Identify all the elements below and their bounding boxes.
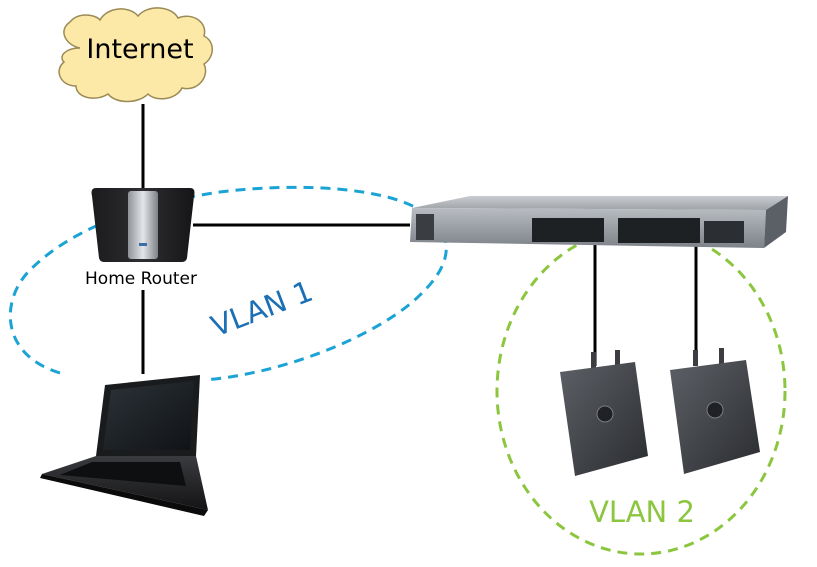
router-label: Home Router bbox=[85, 269, 197, 289]
router-led bbox=[139, 243, 147, 246]
router-center-panel bbox=[128, 191, 158, 259]
internet-cloud: Internet bbox=[58, 7, 213, 103]
access-point-1 bbox=[560, 350, 648, 476]
switch-status-panel bbox=[416, 214, 434, 240]
ap-1-antenna-left bbox=[591, 352, 596, 368]
switch-port-block-1 bbox=[532, 218, 604, 242]
ap-1-antenna-right bbox=[615, 350, 620, 366]
ap-2-antenna-right bbox=[719, 348, 724, 364]
ap-2-logo bbox=[706, 401, 724, 419]
ap-2-antenna-left bbox=[693, 350, 698, 366]
laptop-keyboard bbox=[60, 462, 186, 486]
switch-side bbox=[764, 196, 788, 248]
home-router: Home Router bbox=[85, 188, 197, 289]
network-switch bbox=[410, 196, 788, 248]
laptop bbox=[40, 375, 208, 516]
internet-label: Internet bbox=[86, 34, 193, 65]
switch-port-block-2 bbox=[618, 218, 700, 243]
laptop-screen bbox=[103, 381, 194, 450]
switch-top bbox=[412, 196, 788, 210]
cloud-shape bbox=[58, 7, 213, 103]
ap-1-logo bbox=[596, 405, 614, 423]
vlan1-label: VLAN 1 bbox=[206, 274, 317, 344]
vlan1-boundary bbox=[8, 185, 448, 382]
access-point-2 bbox=[670, 348, 760, 474]
laptop-front-edge bbox=[40, 474, 208, 516]
switch-uplink-ports bbox=[704, 221, 744, 243]
vlan2-label: VLAN 2 bbox=[589, 495, 695, 529]
